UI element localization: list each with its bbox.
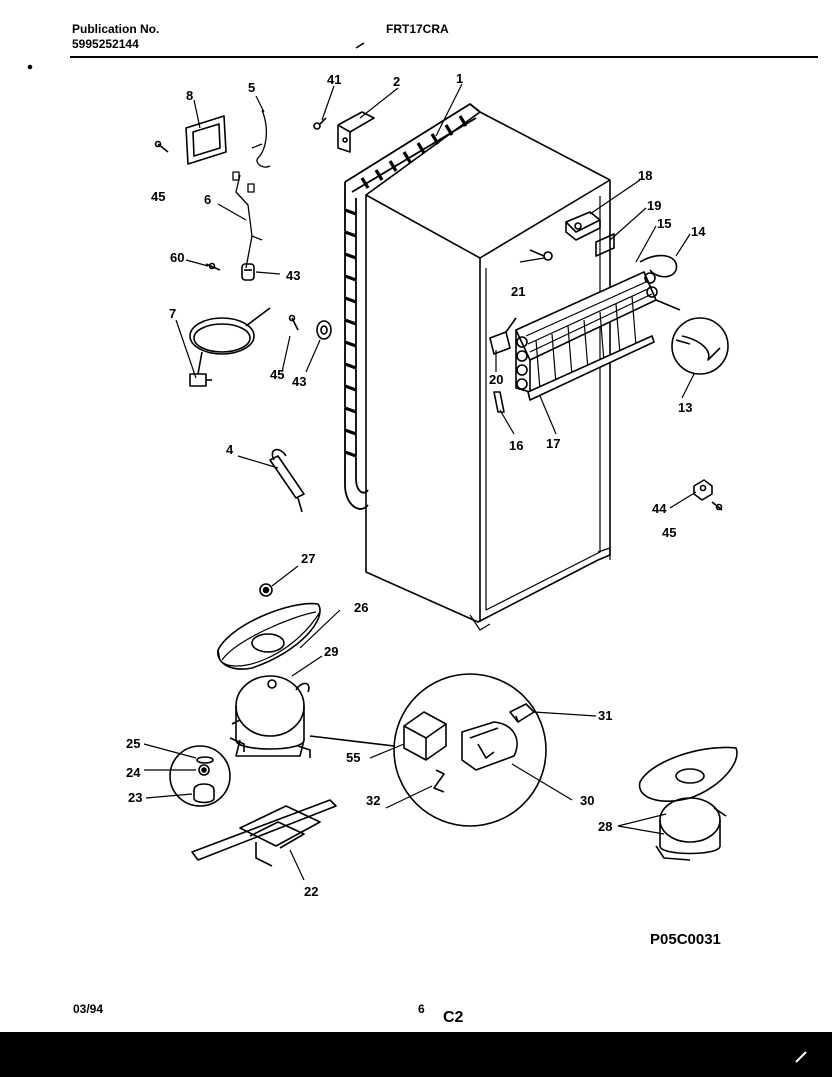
screw-part-45-mid xyxy=(288,314,299,331)
callout-16: 16 xyxy=(509,438,523,453)
callout-6: 6 xyxy=(204,192,211,207)
timer-part-18 xyxy=(565,211,601,241)
callout-numbers: 1 2 4 5 6 7 8 13 14 15 16 17 18 19 20 21… xyxy=(126,71,706,899)
wire-harness-part-6 xyxy=(232,171,263,269)
callout-30: 30 xyxy=(580,793,594,808)
screw-part-45-right xyxy=(711,501,723,511)
screw-part-45-upper xyxy=(154,140,169,153)
footer-date: 03/94 xyxy=(73,1002,104,1016)
callout-44: 44 xyxy=(652,501,667,516)
callout-4: 4 xyxy=(226,442,234,457)
sleeve-part-25 xyxy=(196,756,214,764)
scan-edge-mark xyxy=(795,1051,807,1063)
stray-mark xyxy=(355,42,365,49)
footer-page-number: 6 xyxy=(418,1002,425,1016)
callout-28: 28 xyxy=(598,819,612,834)
overload-part-30 xyxy=(461,721,518,771)
clamp-part-44 xyxy=(693,479,713,501)
drier-part-4 xyxy=(269,448,305,513)
grommet-detail-circle xyxy=(169,745,231,807)
callout-31: 31 xyxy=(598,708,612,723)
callout-8: 8 xyxy=(186,88,193,103)
callout-18: 18 xyxy=(638,168,652,183)
power-cord-part-7 xyxy=(189,307,271,387)
screw-part-41 xyxy=(313,117,327,130)
bracket-part-19 xyxy=(595,233,615,257)
callout-43-upper: 43 xyxy=(286,268,300,283)
callout-17: 17 xyxy=(546,436,560,451)
compressor-assembly-part-28 xyxy=(638,746,738,861)
relay-detail-circle xyxy=(309,673,547,827)
callout-23: 23 xyxy=(128,790,142,805)
tube-part-14 xyxy=(639,254,681,311)
callout-45-upper: 45 xyxy=(151,189,165,204)
callout-45-mid: 45 xyxy=(270,367,284,382)
footer-section-code: C2 xyxy=(443,1009,464,1026)
frame-part-8 xyxy=(185,115,227,165)
thermostat-part-20 xyxy=(489,317,517,355)
condenser-coil-part-1 xyxy=(344,103,481,510)
callout-60: 60 xyxy=(170,250,184,265)
exploded-parts-diagram: 1 2 4 5 6 7 8 13 14 15 16 17 18 19 20 21… xyxy=(27,42,738,899)
grommet-part-27 xyxy=(259,583,273,597)
callout-20: 20 xyxy=(489,372,503,387)
callout-5: 5 xyxy=(248,80,255,95)
callout-26: 26 xyxy=(354,600,368,615)
leader-lines xyxy=(143,83,697,881)
publication-number: 5995252144 xyxy=(72,37,139,51)
grommet-part-23 xyxy=(193,783,215,804)
callout-2: 2 xyxy=(393,74,400,89)
callout-7: 7 xyxy=(169,306,176,321)
screw-part-60 xyxy=(205,262,221,271)
callout-22: 22 xyxy=(304,884,318,899)
publication-label: Publication No. xyxy=(72,22,160,36)
callout-19: 19 xyxy=(647,198,661,213)
heater-part-17 xyxy=(527,335,655,401)
callout-15: 15 xyxy=(657,216,671,231)
header-rule xyxy=(70,56,818,58)
callout-41: 41 xyxy=(327,72,341,87)
callout-14: 14 xyxy=(691,224,706,239)
callout-43-lower: 43 xyxy=(292,374,306,389)
callout-25: 25 xyxy=(126,736,140,751)
callout-29: 29 xyxy=(324,644,338,659)
diagram-part-code: P05C0031 xyxy=(650,931,721,948)
washer-part-24 xyxy=(198,764,210,776)
scan-edge-bar xyxy=(0,1032,832,1077)
callout-55: 55 xyxy=(346,750,360,765)
relay-part-55 xyxy=(403,711,447,761)
clip-part-31 xyxy=(509,703,535,723)
cover-part-32 xyxy=(433,769,445,793)
screw-part-21 xyxy=(529,249,553,261)
callout-13: 13 xyxy=(678,400,692,415)
callout-21: 21 xyxy=(511,284,525,299)
wire-harness-part-5 xyxy=(251,109,271,168)
clip-part-43-lower xyxy=(316,320,332,340)
sensor-part-16 xyxy=(493,391,505,413)
callout-27: 27 xyxy=(301,551,315,566)
base-plate-part-22 xyxy=(191,799,337,867)
model-number: FRT17CRA xyxy=(386,22,449,36)
compressor-part-29 xyxy=(229,675,311,758)
clip-part-43-upper xyxy=(241,263,255,281)
capillary-detail-part-13 xyxy=(671,317,729,375)
refrigerator-cabinet xyxy=(365,111,611,631)
callout-32: 32 xyxy=(366,793,380,808)
callout-24: 24 xyxy=(126,765,141,780)
bracket-part-2 xyxy=(337,111,375,153)
drain-pan-part-26 xyxy=(217,602,321,670)
callout-1: 1 xyxy=(456,71,463,86)
callout-45-right: 45 xyxy=(662,525,676,540)
stray-dot xyxy=(27,64,33,70)
